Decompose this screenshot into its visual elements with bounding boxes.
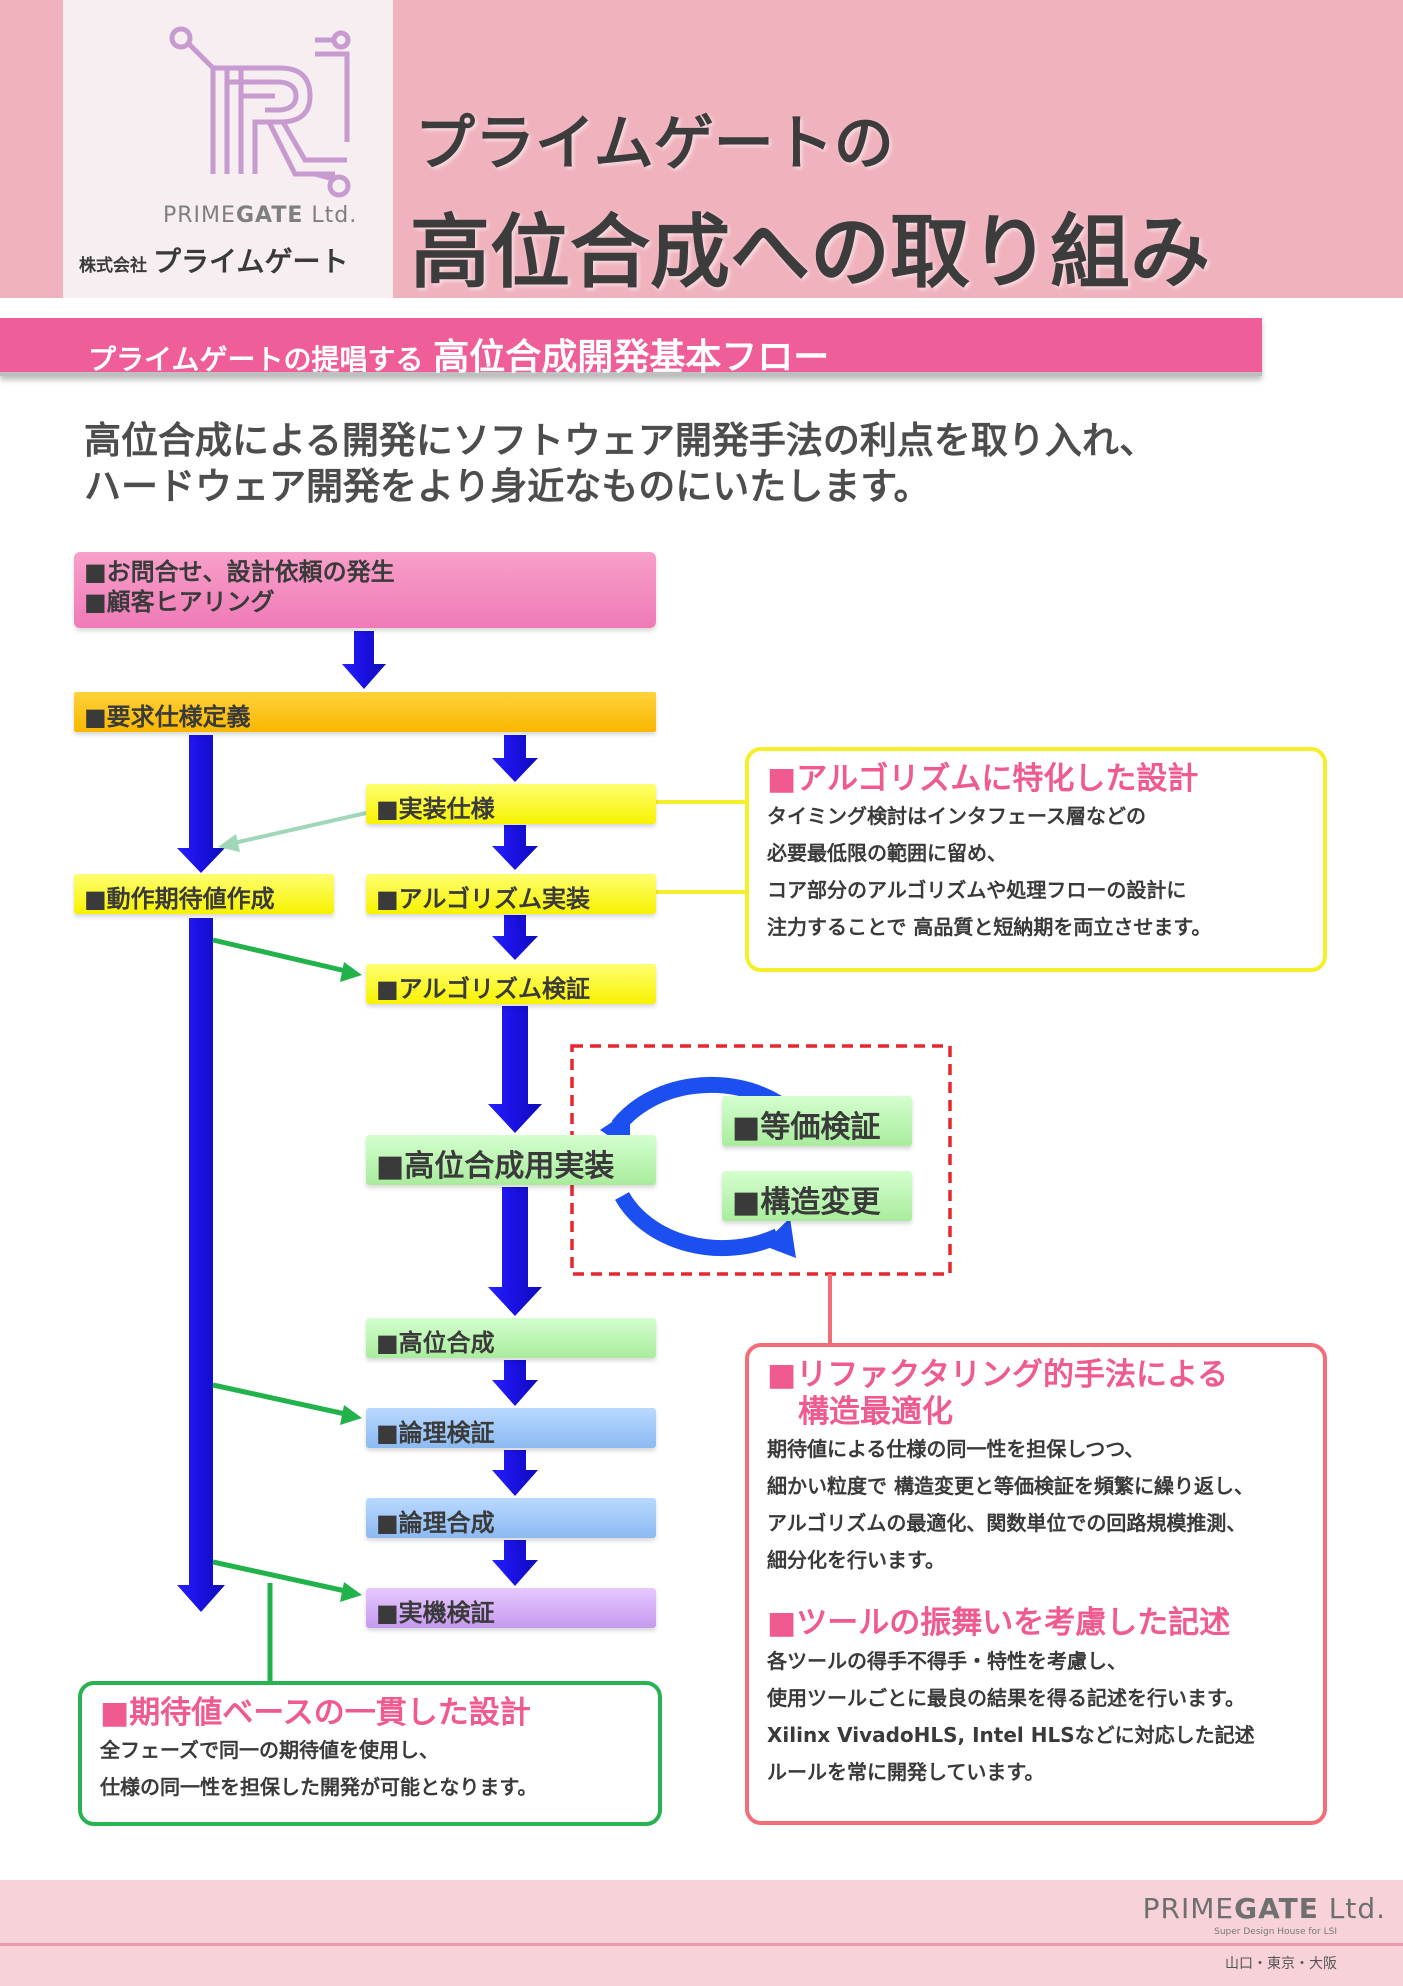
section-banner: プライムゲートの提唱する 高位合成開発基本フロー — [0, 318, 1262, 378]
header: PRIMEGATE Ltd. 株式会社プライムゲート プライムゲートの 高位合成… — [0, 0, 1403, 299]
callout-line: 仕様の同一性を担保した開発が可能となります。 — [100, 1775, 538, 1800]
flow-step-expected-values: ■動作期待値作成 — [74, 874, 334, 914]
banner-text: プライムゲートの提唱する 高位合成開発基本フロー — [88, 337, 830, 378]
arrow-down — [492, 1540, 538, 1586]
arrow-down — [177, 735, 225, 873]
arrow-down — [492, 825, 538, 870]
title-line-1: プライムゲートの — [415, 109, 894, 179]
callout-line: Xilinx VivadoHLS, Intel HLSなどに対応した記述 — [767, 1722, 1255, 1747]
callout-expected-value-design: ■期待値ベースの一貫した設計 全フェーズで同一の期待値を使用し、 仕様の同一性を… — [78, 1681, 662, 1826]
arrow-down — [492, 1360, 538, 1406]
callout-line: アルゴリズムの最適化、関数単位での回路規模推測、 — [767, 1511, 1247, 1536]
callout-subtitle: ■ツールの振舞いを考慮した記述 — [767, 1605, 1231, 1642]
callout-line: 細かい粒度で 構造変更と等価検証を頻繁に繰り返し、 — [767, 1474, 1254, 1499]
arrow-down — [492, 915, 538, 960]
logo-english-name: PRIMEGATE Ltd. — [163, 203, 358, 228]
callout-line: 使用ツールごとに最良の結果を得る記述を行います。 — [767, 1685, 1245, 1710]
primegate-logo-icon — [169, 26, 351, 198]
arrow-down — [488, 1187, 542, 1316]
loop-step-structure-change: ■構造変更 — [722, 1171, 912, 1221]
arrow-down — [177, 918, 225, 1612]
callout-line: 各ツールの得手不得手・特性を考慮し、 — [767, 1648, 1127, 1673]
footer-brand: PRIMEGATE Ltd. — [1142, 1892, 1386, 1925]
footer-cities: 山口・東京・大阪 — [1225, 1956, 1337, 1972]
footer: PRIMEGATE Ltd. Super Design House for LS… — [0, 1880, 1403, 1986]
callout-title: ■リファクタリング的手法による — [767, 1357, 1229, 1393]
arrow-down — [488, 1006, 542, 1133]
lead-text: 高位合成による開発にソフトウェア開発手法の利点を取り入れ、 ハードウェア開発をよ… — [84, 418, 1156, 511]
logo-japanese-name: 株式会社プライムゲート — [79, 245, 349, 278]
logo-panel: PRIMEGATE Ltd. 株式会社プライムゲート — [63, 0, 393, 298]
lead-line-1: 高位合成による開発にソフトウェア開発手法の利点を取り入れ、 — [84, 419, 1157, 462]
flow-step-hls: ■高位合成 — [366, 1318, 656, 1358]
callout-line: 注力することで 高品質と短納期を両立させます。 — [767, 915, 1212, 940]
callout-refactoring: ■リファクタリング的手法による 構造最適化 期待値による仕様の同一性を担保しつつ… — [745, 1343, 1327, 1825]
footer-divider — [0, 1943, 1403, 1946]
callout-line: タイミング検討はインタフェース層などの — [767, 804, 1146, 829]
footer-tagline: Super Design House for LSI — [1214, 1927, 1337, 1937]
callout-title: ■アルゴリズムに特化した設計 — [767, 761, 1199, 797]
callout-title: ■期待値ベースの一貫した設計 — [100, 1695, 531, 1731]
inquiry-line-1: ■お問合せ、設計依頼の発生 — [84, 558, 395, 586]
flow-step-algorithm-impl: ■アルゴリズム実装 — [366, 874, 656, 914]
lead-line-2: ハードウェア開発をより身近なものにいたします。 — [84, 465, 931, 509]
inquiry-line-2: ■顧客ヒアリング — [84, 588, 275, 616]
flow-step-hardware-verify: ■実機検証 — [366, 1588, 656, 1628]
title-line-2: 高位合成への取り組み — [410, 206, 1210, 299]
arrow-down — [342, 631, 386, 689]
callout-line: 全フェーズで同一の期待値を使用し、 — [100, 1738, 439, 1763]
callout-line: 期待値による仕様の同一性を担保しつつ、 — [767, 1437, 1145, 1462]
callout-line: 必要最低限の範囲に留め、 — [767, 841, 1007, 866]
arrow-down — [492, 1450, 538, 1496]
callout-title-cont: 構造最適化 — [767, 1394, 953, 1431]
flow-step-requirements: ■要求仕様定義 — [74, 692, 656, 732]
flow-step-algorithm-verify: ■アルゴリズム検証 — [366, 964, 656, 1004]
flow-step-logic-verify: ■論理検証 — [366, 1408, 656, 1448]
flow-step-hls-impl: ■高位合成用実装 — [366, 1135, 656, 1185]
flow-step-impl-spec: ■実装仕様 — [366, 784, 656, 824]
callout-algorithm-design: ■アルゴリズムに特化した設計 タイミング検討はインタフェース層などの 必要最低限… — [745, 747, 1327, 972]
callout-line: ルールを常に開発しています。 — [767, 1759, 1045, 1784]
callout-line: 細分化を行います。 — [767, 1548, 945, 1573]
arrow-down — [492, 735, 538, 782]
flow-step-inquiry: ■お問合せ、設計依頼の発生 ■顧客ヒアリング — [74, 552, 656, 628]
flow-step-logic-synthesis: ■論理合成 — [366, 1498, 656, 1538]
callout-line: コア部分のアルゴリズムや処理フローの設計に — [767, 878, 1187, 903]
loop-step-equivalence-check: ■等価検証 — [722, 1096, 912, 1146]
